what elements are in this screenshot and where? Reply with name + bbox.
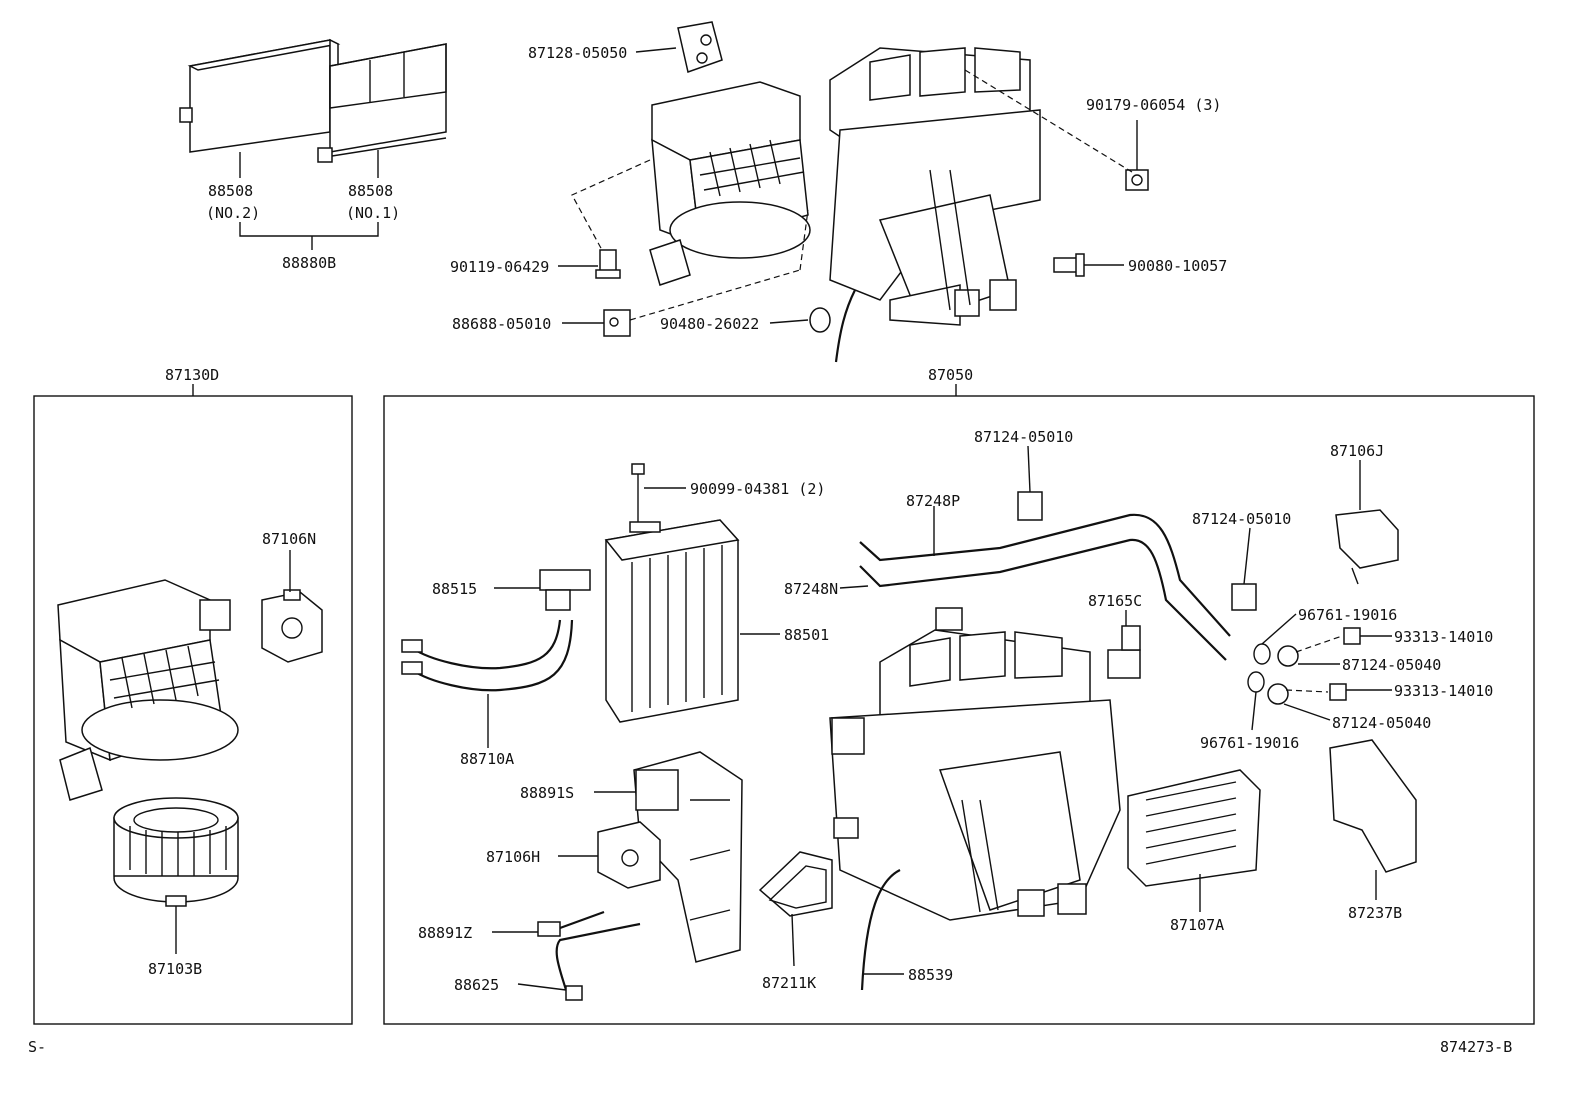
label-87248N: 87248N [784,580,838,598]
label-88508-no2: 88508 [208,182,253,200]
label-88515: 88515 [432,580,477,598]
grommet-90480 [809,307,831,333]
duct-87211K [758,851,833,917]
bolt-90099 [631,463,645,522]
label-88501: 88501 [784,626,829,644]
sensor-87165C [1107,625,1141,679]
label-87165C: 87165C [1088,592,1142,610]
label-87124-05010-b: 87124-05010 [1192,510,1291,528]
label-90080-10057: 90080-10057 [1128,257,1227,275]
box-87130D [33,395,353,1025]
label-88508-no1-sub: (NO.1) [346,204,400,222]
clamps-87124-05040 [1267,645,1299,705]
actuator-87106N [261,589,323,663]
label-90480-26022: 90480-26022 [660,315,759,333]
label-88710A: 88710A [460,750,514,768]
label-93313-14010-a: 93313-14010 [1394,628,1493,646]
heater-core-87107A [1127,769,1261,887]
label-88891S: 88891S [520,784,574,802]
o-rings-96761 [1247,643,1271,693]
label-88880B: 88880B [282,254,336,272]
air-filter-no2 [179,38,341,153]
label-96761-19016-a: 96761-19016 [1298,606,1397,624]
sensor-88891Z [537,910,605,937]
blower-motor-87103B [113,797,239,907]
label-88508-no1: 88508 [348,182,393,200]
top-dashed-lines [571,69,1133,321]
label-88625: 88625 [454,976,499,994]
label-88508-no2-sub: (NO.2) [206,204,260,222]
top-leaders [558,47,1138,324]
label-87211K: 87211K [762,974,816,992]
valve-88515 [539,569,591,611]
dash-lines-right [1285,635,1343,693]
screw-90119 [595,249,621,279]
label-87124-05040-b: 87124-05040 [1332,714,1431,732]
screw-90080 [1053,253,1085,277]
label-87124-05010-a: 87124-05010 [974,428,1073,446]
label-88688-05010: 88688-05010 [452,315,551,333]
blower-unit-top [649,81,811,286]
clamp-87124-05010-b [1231,583,1257,611]
clamp-87124-05010-a [1017,491,1043,521]
hvac-housing-top [829,47,1041,363]
footer-diagram-number: 874273-B [1440,1038,1512,1056]
bolts-93313 [1329,627,1361,701]
label-88539: 88539 [908,966,953,984]
footer-left-code: S- [28,1038,46,1056]
hvac-housing-main [829,607,1121,921]
label-96761-19016-b: 96761-19016 [1200,734,1299,752]
label-87237B: 87237B [1348,904,1402,922]
drain-hose-88539 [860,869,901,991]
label-87128-05050: 87128-05050 [528,44,627,62]
tube-88710A [401,619,574,692]
blower-unit-left [57,579,239,801]
label-88891Z: 88891Z [418,924,472,942]
cover-88891S [633,751,743,963]
pipes-87248 [859,513,1231,661]
label-90099-04381: 90099-04381 (2) [690,480,825,498]
label-87124-05040-a: 87124-05040 [1342,656,1441,674]
label-87106J: 87106J [1330,442,1384,460]
label-87248P: 87248P [906,492,960,510]
label-90179-06054: 90179-06054 (3) [1086,96,1221,114]
box-87050 [383,395,1535,1025]
air-filter-no1 [317,43,447,163]
label-90119-06429: 90119-06429 [450,258,549,276]
actuator-87106H [597,821,661,889]
label-87106H: 87106H [486,848,540,866]
evaporator-88501 [604,519,740,723]
label-87107A: 87107A [1170,916,1224,934]
clip-90179 [1125,169,1149,191]
harness-88625 [555,922,641,1001]
grommet-87128 [677,21,723,73]
label-87050: 87050 [928,366,973,384]
filter-leader-lines [239,150,379,250]
actuator-87106J [1335,509,1399,585]
clip-88688 [603,309,631,337]
right-leaders [487,445,1392,991]
label-87106N: 87106N [262,530,316,548]
label-93313-14010-b: 93313-14010 [1394,682,1493,700]
label-87103B: 87103B [148,960,202,978]
label-87130D: 87130D [165,366,219,384]
cover-87237B [1329,739,1417,873]
